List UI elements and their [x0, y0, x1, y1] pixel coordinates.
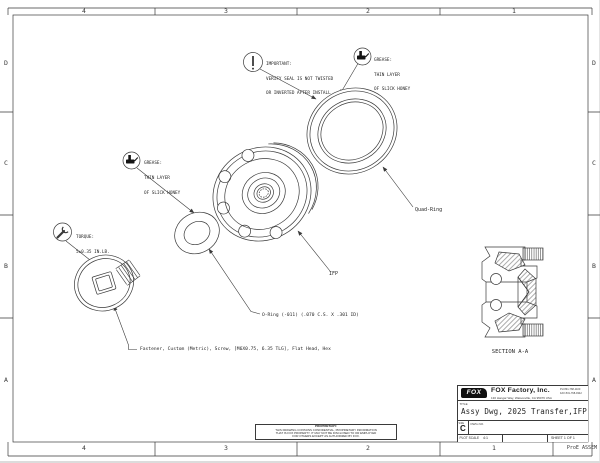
- important-symbol: [243, 52, 263, 72]
- zone-label-top-3: 3: [224, 7, 228, 15]
- plot-scale-value: 4:1: [483, 435, 488, 440]
- title-block-company-row: FOX FOX Factory, Inc. 130 Hangar Way, Wa…: [458, 386, 588, 401]
- zone-label-top-4: 4: [82, 7, 86, 15]
- title-block-scale-row: PLOT SCALE 4:1 SHEET 1 OF 1: [458, 435, 588, 442]
- sheet-cell: SHEET 1 OF 1: [548, 435, 588, 442]
- zone-label-bottom-2: 2: [366, 444, 370, 452]
- zone-label-right-c: C: [592, 159, 596, 167]
- proprietary-note: PROPRIETARY: THIS DRAWING CONTAINS CONFI…: [255, 424, 397, 440]
- plot-scale-label: PLOT SCALE: [459, 436, 480, 440]
- company-name: FOX Factory, Inc.: [491, 387, 550, 394]
- plot-stamp: ProE ASSEM: [566, 445, 597, 451]
- plot-scale-cell: PLOT SCALE 4:1: [458, 435, 503, 442]
- section-view-drawing: [481, 246, 544, 338]
- proprietary-heading: PROPRIETARY:: [314, 424, 338, 428]
- title-label: TITLE: [459, 402, 468, 406]
- zone-label-left-c: C: [4, 159, 8, 167]
- fastener-drawing: [74, 254, 134, 312]
- zone-label-left-a: A: [4, 376, 8, 384]
- grease-icon-top: [353, 47, 372, 66]
- torque-icon: [53, 222, 72, 242]
- fastener-label: Fastener, Custom (Metric), Screw, [M6X0.…: [140, 347, 331, 352]
- company-address: 130 Hangar Way, Watsonville, CA 95076 US…: [491, 395, 552, 400]
- size-label: SIZE: [458, 421, 465, 425]
- zone-label-left-d: D: [4, 59, 8, 67]
- zone-label-bottom-4: 4: [82, 444, 86, 452]
- important-note: IMPORTANT: VERIFY SEAL IS NOT TWISTED OR…: [266, 61, 334, 97]
- zone-label-right-b: B: [592, 262, 596, 270]
- drawing-title: Assy Dwg, 2025 Transfer,IFP: [461, 407, 587, 416]
- blank-cell: [503, 435, 548, 442]
- zone-label-bottom-3: 3: [224, 444, 228, 452]
- torque-note: TORQUE: 5±0.35 IN.LB.: [76, 234, 110, 255]
- zone-label-left-b: B: [4, 262, 8, 270]
- frame-border: [0, 7, 600, 457]
- company-phone: PH 831-768-1100: [560, 388, 581, 391]
- zone-label-top-2: 2: [366, 7, 370, 15]
- zone-label-top-1: 1: [512, 7, 516, 15]
- dwg-no-label: DWG.NO.: [470, 421, 485, 426]
- dwg-no-cell: DWG.NO.: [469, 421, 588, 434]
- sheet-count: SHEET 1 OF 1: [551, 436, 575, 440]
- section-label: SECTION A-A: [491, 348, 529, 355]
- o-ring-drawing: [174, 211, 220, 255]
- zone-label-right-a: A: [592, 376, 596, 384]
- grease-note-left: GREASE: THIN LAYER OF SLICK HONEY: [144, 161, 181, 196]
- title-block-title-row: TITLE Assy Dwg, 2025 Transfer,IFP: [458, 401, 588, 421]
- grease-icon-left: [122, 151, 141, 170]
- fastener-threads: [115, 259, 141, 286]
- fox-logo: FOX: [461, 388, 487, 398]
- title-block-size-row: SIZE C DWG.NO.: [458, 421, 588, 435]
- size-cell: SIZE C: [458, 421, 469, 434]
- grease-note-top: GREASE: THIN LAYER OF SLICK HONEY: [374, 57, 411, 93]
- quad-ring-drawing: [306, 87, 398, 175]
- company-fax: FAX 831-768-9342: [560, 391, 582, 395]
- ifp-drawing: [212, 142, 319, 242]
- title-block: FOX FOX Factory, Inc. 130 Hangar Way, Wa…: [457, 385, 588, 442]
- quad-ring-label: Quad-Ring: [415, 207, 443, 213]
- o-ring-label: O-Ring (-011) (.070 C.S. X .301 ID): [262, 312, 359, 318]
- size-value: C: [460, 424, 466, 433]
- zone-label-bottom-1: 1: [492, 444, 496, 452]
- ifp-label: IFP: [329, 270, 339, 277]
- zone-label-right-d: D: [592, 59, 596, 67]
